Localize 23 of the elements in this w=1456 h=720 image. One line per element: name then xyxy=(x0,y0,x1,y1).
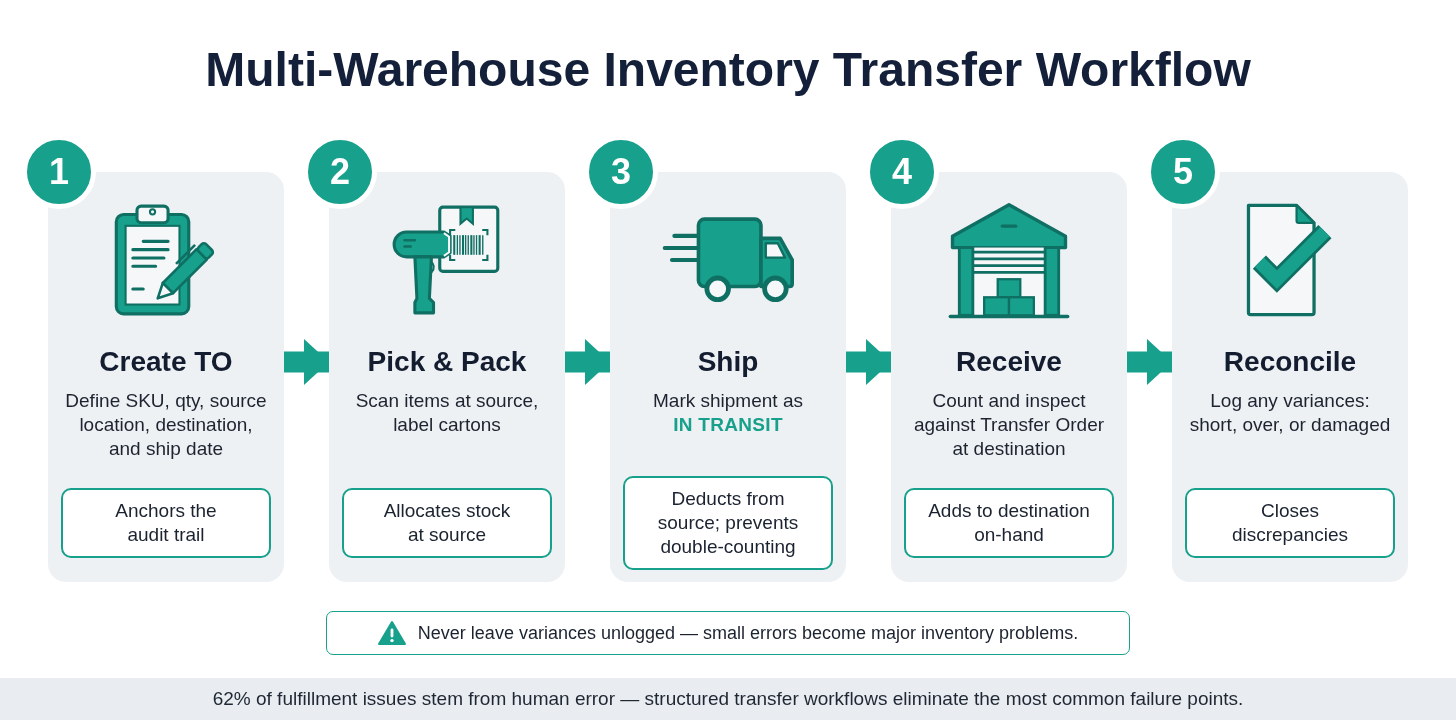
arrow xyxy=(565,339,610,385)
step-title: Create TO xyxy=(99,345,233,379)
outcome-box: Allocates stock at source xyxy=(342,487,552,558)
outcome-box: Closes discrepancies xyxy=(1185,487,1395,558)
diagram-title: Multi-Warehouse Inventory Transfer Workflow xyxy=(205,42,1251,98)
step-description: Log any variances: short, over, or damaged xyxy=(1188,389,1392,437)
step-title: Receive xyxy=(956,345,1062,379)
arrow xyxy=(284,339,329,385)
step-title: Ship xyxy=(697,345,759,379)
step-title: Pick & Pack xyxy=(367,345,527,379)
step-description: Scan items at source, label cartons xyxy=(354,389,540,437)
warning-note xyxy=(326,611,1130,655)
step-title: Reconcile xyxy=(1223,345,1357,379)
step-description: Mark shipment as IN TRANSIT xyxy=(652,389,804,437)
step-description: Count and inspect against Transfer Order at destination xyxy=(912,389,1106,461)
outcome-box: Adds to destination on-hand xyxy=(904,487,1114,558)
outcome-box: Anchors the audit trail xyxy=(61,487,271,558)
arrow xyxy=(846,339,891,385)
outcome-box: Deducts from source; prevents double-counting xyxy=(623,475,833,570)
warning-text: Never leave variances unlogged — small errors become major inventory problems. xyxy=(417,622,1079,645)
step-description: Define SKU, qty, source location, destination, and ship date xyxy=(64,389,268,461)
footer-banner: 62% of fulfillment issues stem from human error — structured transfer workflows eliminate the most common failure points. xyxy=(0,678,1456,720)
arrow xyxy=(1127,339,1172,385)
